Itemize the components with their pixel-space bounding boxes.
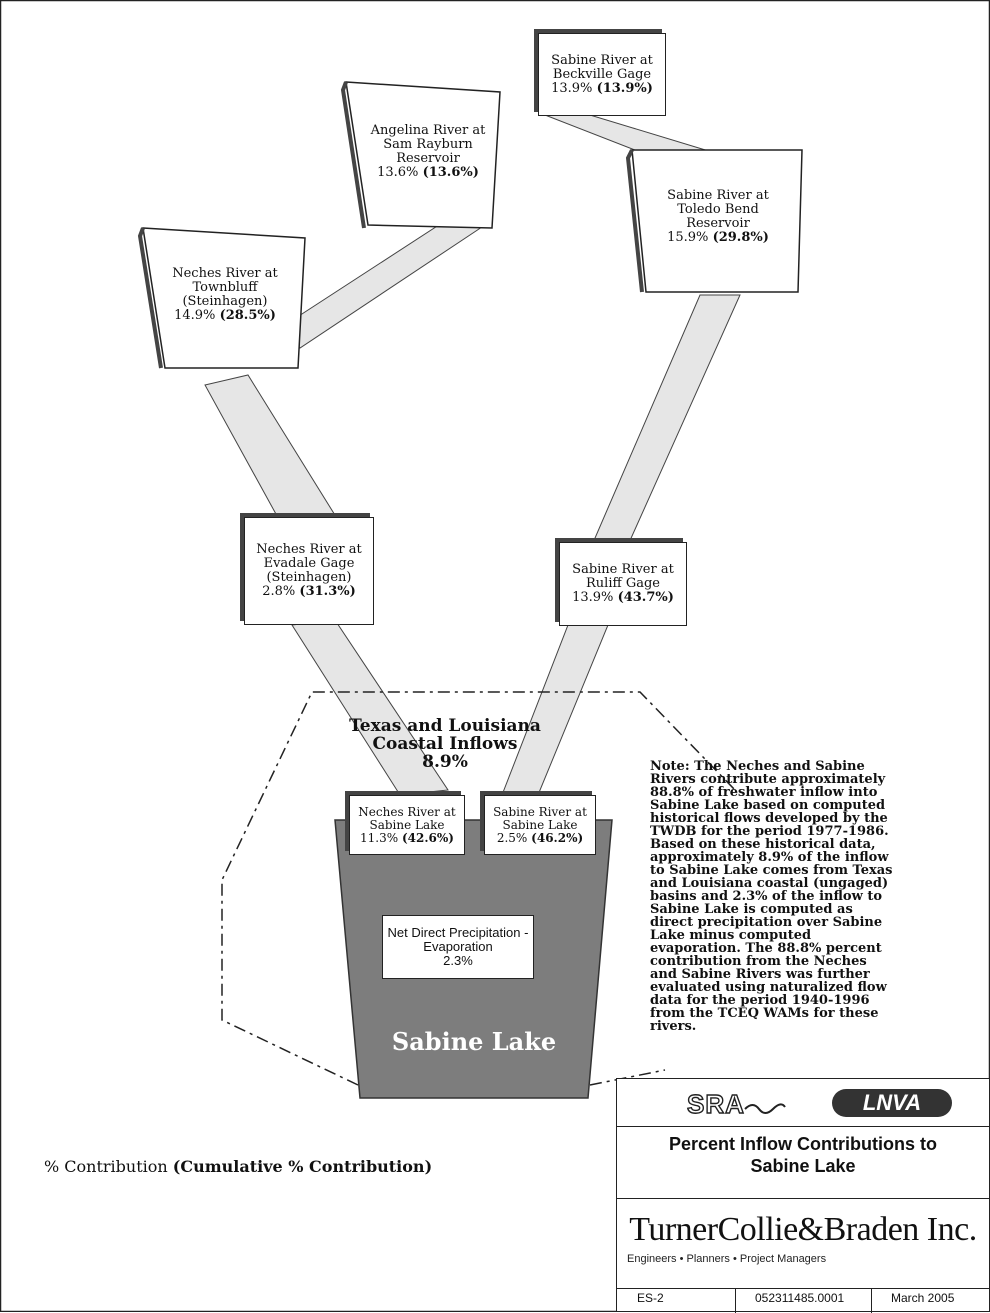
channel-rayburn-townbluff <box>284 207 486 349</box>
lake-name-label: Sabine Lake <box>391 1027 557 1056</box>
logo-row: SRA LNVA <box>617 1079 989 1127</box>
channel-toledo-ruliff <box>591 294 741 546</box>
note-text: Note: The Neches and Sabine Rivers contr… <box>650 759 893 1034</box>
node-precipitation: Net Direct Precipitation - Evaporation 2… <box>382 915 534 979</box>
node-toledo-bend: Sabine River at Toledo Bend Reservoir 15… <box>667 188 769 245</box>
node-sam-rayburn-shape <box>345 81 501 229</box>
node-townbluff-shape <box>142 227 306 369</box>
info-row: ES-2 052311485.0001 March 2005 <box>617 1289 989 1313</box>
svg-text:SRA: SRA <box>687 1089 745 1119</box>
date: March 2005 <box>891 1291 955 1305</box>
sra-logo: SRA LNVA <box>686 1088 952 1120</box>
figure-title: Percent Inflow Contributions to Sabine L… <box>617 1127 989 1199</box>
job-number: 052311485.0001 <box>735 1289 872 1313</box>
lnva-logo <box>832 1089 952 1117</box>
figure-number: ES-2 <box>617 1289 736 1313</box>
legend-bold: (Cumulative % Contribution) <box>172 1157 433 1176</box>
coastal-boundary <box>221 691 736 1086</box>
node-ruliff: Sabine River at Ruliff Gage 13.9% (43.7%… <box>559 542 687 626</box>
node-neches-lake: Neches River at Sabine Lake 11.3% (42.6%… <box>349 795 465 855</box>
firm-name: TurnerCollie&Braden Inc. <box>629 1211 977 1248</box>
svg-text:LNVA: LNVA <box>863 1090 921 1115</box>
node-sabine-lake-inflow: Sabine River at Sabine Lake 2.5% (46.2%) <box>484 795 596 855</box>
node-beckville: Sabine River at Beckville Gage 13.9% (13… <box>538 33 666 116</box>
legend: % Contribution (Cumulative % Contributio… <box>44 1157 432 1176</box>
firm-tagline: Engineers • Planners • Project Managers <box>627 1253 827 1265</box>
firm-block: TurnerCollie&Braden Inc. Engineers • Pla… <box>617 1199 989 1289</box>
coastal-inflows-label: Texas and Louisiana Coastal Inflows 8.9% <box>349 716 541 772</box>
node-toledo-bend-shape <box>631 149 803 293</box>
node-evadale: Neches River at Evadale Gage (Steinhagen… <box>244 517 374 625</box>
node-townbluff: Neches River at Townbluff (Steinhagen) 1… <box>172 266 278 323</box>
node-sam-rayburn: Angelina River at Sam Rayburn Reservoir … <box>370 123 486 180</box>
channel-townbluff-evadale <box>204 374 339 526</box>
channel-beckville-toledo <box>544 114 713 153</box>
title-block: SRA LNVA Percent Inflow Contributions to… <box>616 1078 990 1313</box>
legend-plain: % Contribution <box>44 1157 168 1176</box>
